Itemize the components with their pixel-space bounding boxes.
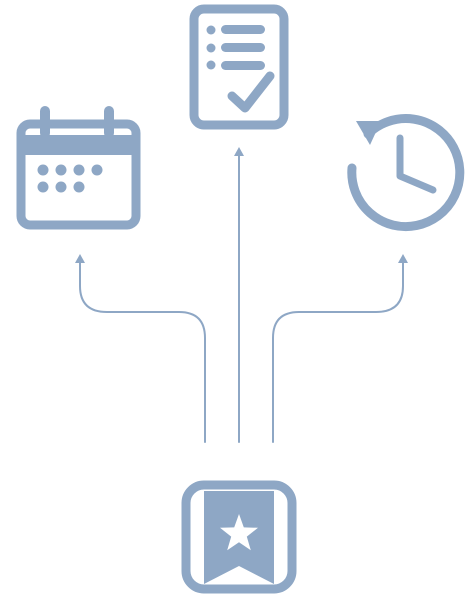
- arrowhead-calendar: [75, 254, 85, 263]
- arrowhead-checklist: [234, 147, 244, 156]
- checklist-document-icon: [189, 4, 289, 130]
- connectors: [75, 147, 408, 443]
- arrowhead-history: [398, 254, 408, 263]
- star-icon: [220, 514, 258, 551]
- calendar-icon: [16, 106, 141, 230]
- history-clock-icon: [347, 114, 465, 232]
- bookmark-star-app-icon: [181, 480, 297, 594]
- connector-to-history: [272, 261, 404, 443]
- connector-to-calendar: [79, 261, 206, 443]
